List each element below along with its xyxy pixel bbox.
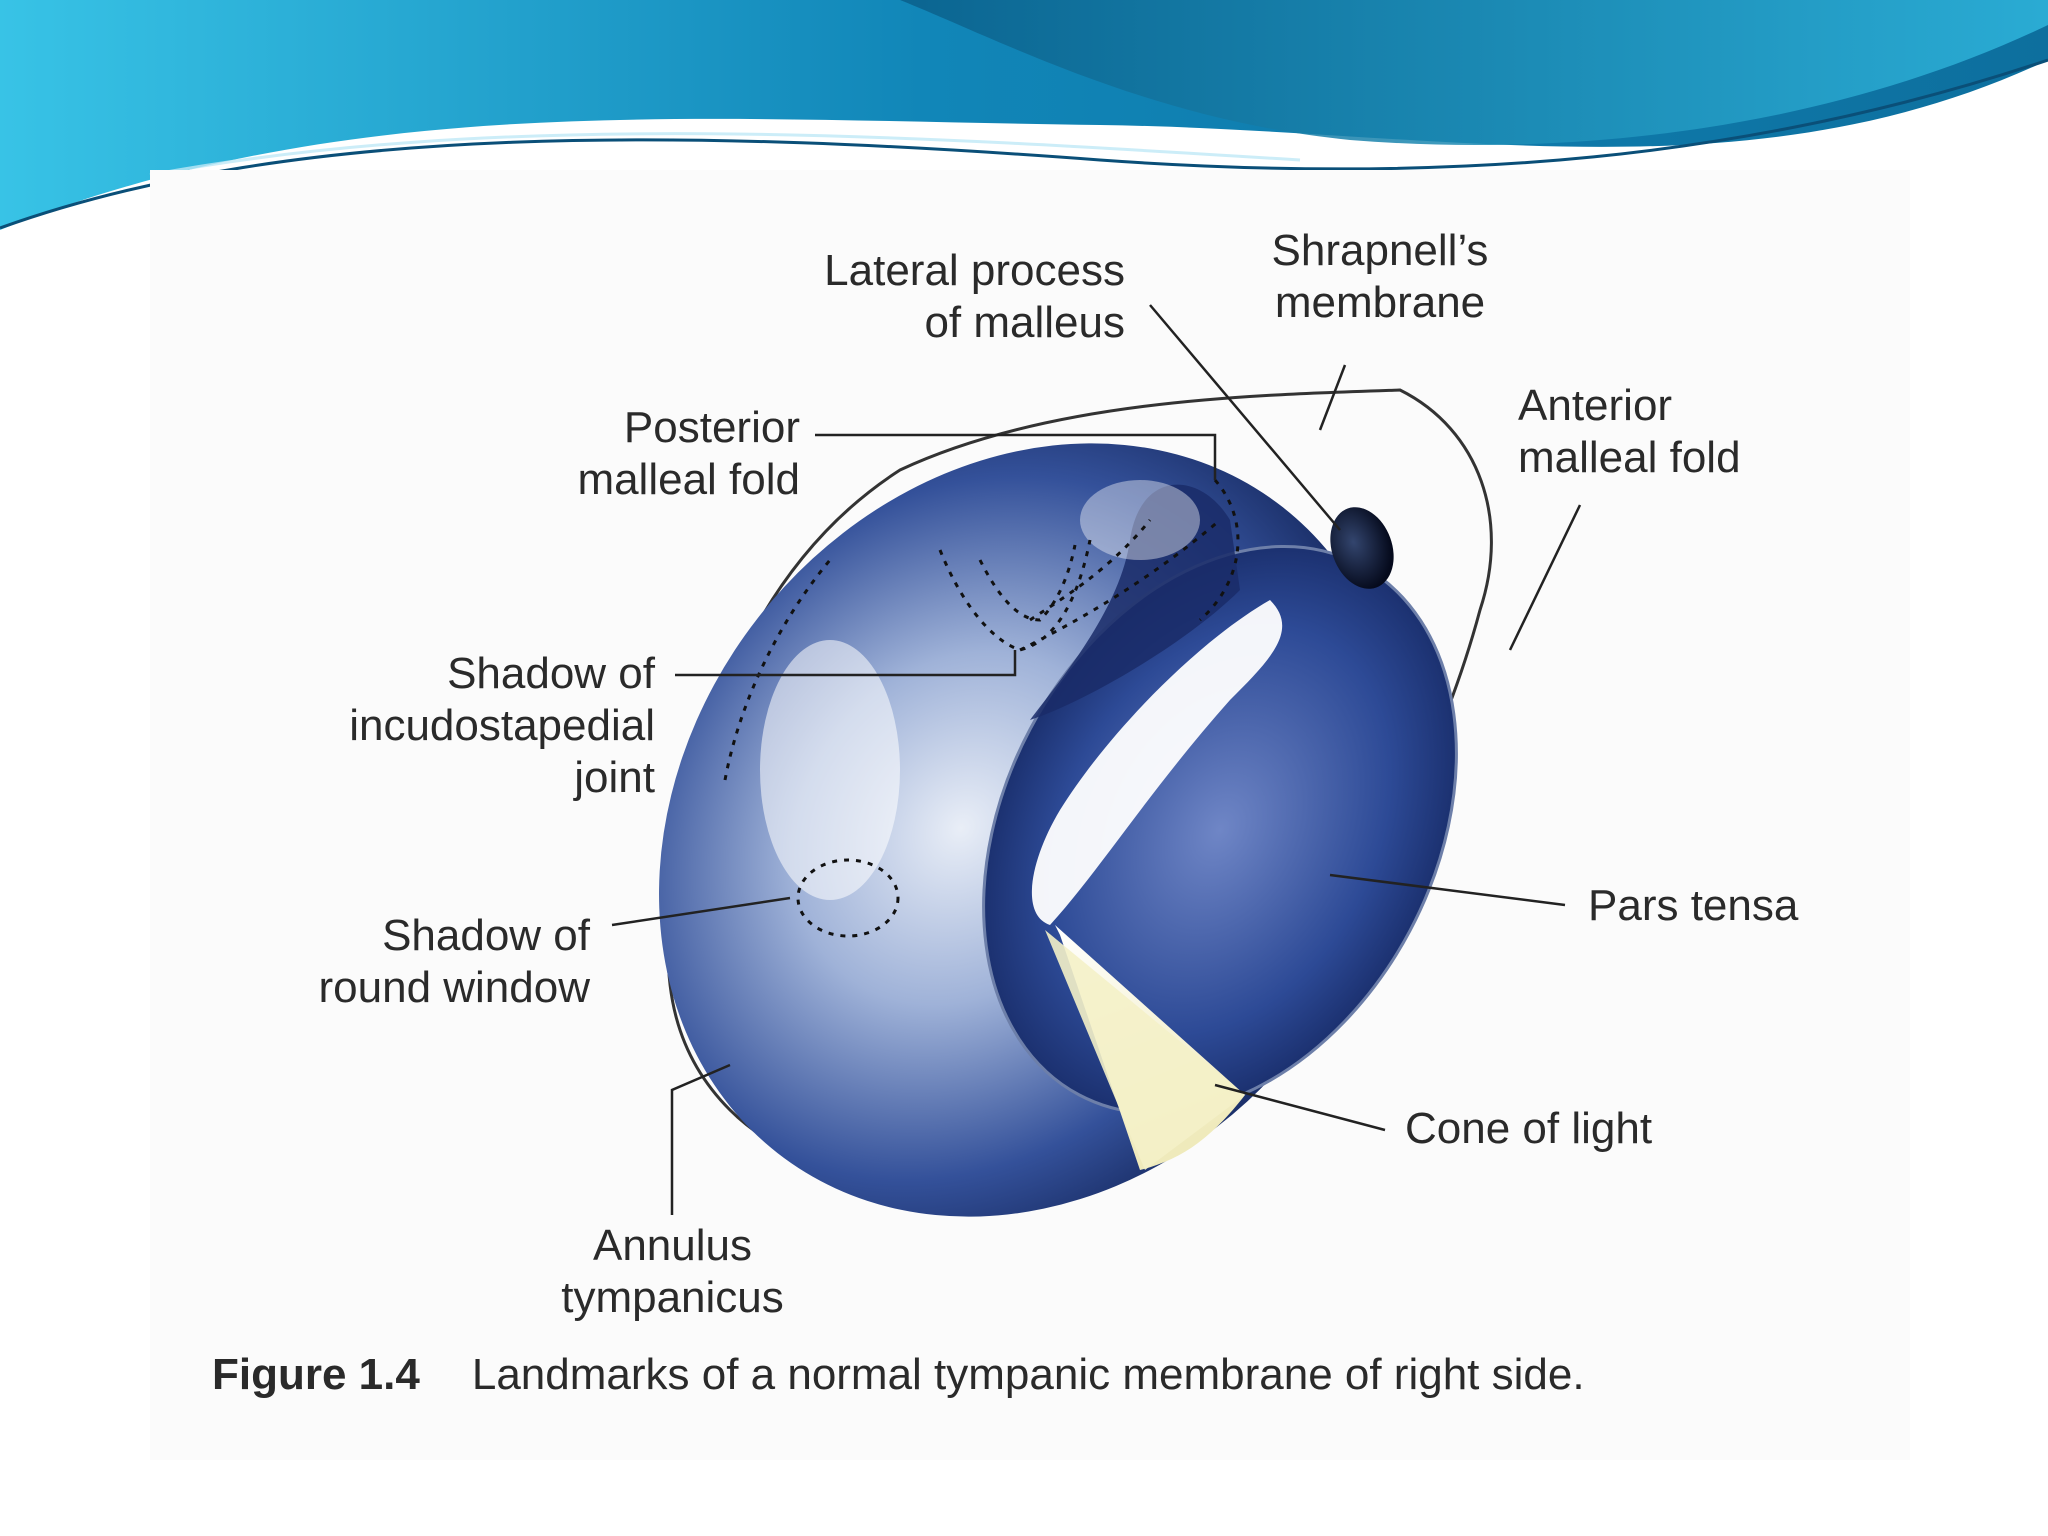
figure-caption: Figure 1.4 Landmarks of a normal tympanic…: [212, 1350, 1585, 1400]
label-posterior-malleal-fold: Posterior malleal fold: [495, 402, 800, 506]
label-anterior-malleal-fold: Anterior malleal fold: [1518, 380, 1818, 484]
leader-anterior-fold: [1510, 505, 1580, 650]
label-annulus-tympanicus: Annulus tympanicus: [520, 1220, 825, 1324]
figure-number: Figure 1.4: [212, 1350, 420, 1399]
label-round-window: Shadow of round window: [230, 910, 590, 1014]
label-cone-of-light: Cone of light: [1405, 1103, 1652, 1155]
label-shrapnells-membrane: Shrapnell’s membrane: [1235, 225, 1525, 329]
label-lateral-process: Lateral process of malleus: [700, 245, 1125, 349]
label-pars-tensa: Pars tensa: [1588, 880, 1798, 932]
label-incudostapedial-joint: Shadow of incudostapedial joint: [255, 648, 655, 804]
figure-caption-text: Landmarks of a normal tympanic membrane …: [472, 1350, 1585, 1399]
leader-shrapnells: [1320, 365, 1345, 430]
